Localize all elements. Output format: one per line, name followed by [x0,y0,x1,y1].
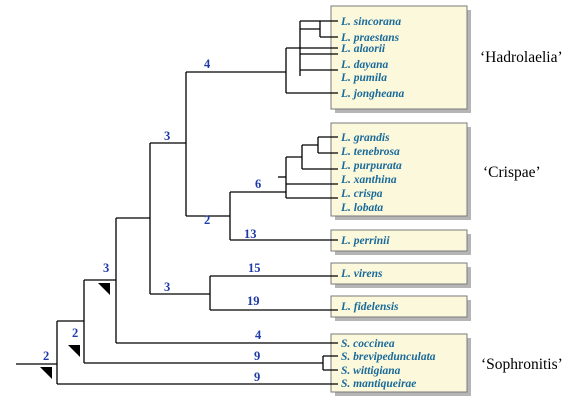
support-hadrolaelia: 4 [204,57,211,71]
support-virens-fidelensis: 3 [164,280,170,294]
taxon-label: L. purpurata [340,160,402,172]
taxon-label: L. fidelensis [340,301,399,313]
taxon-label: L. dayana [340,59,389,71]
node-triangle-icon [98,283,110,295]
group-labels: ‘Hadrolaelia’ ‘Crispae’ ‘Sophronitis’ [480,49,563,373]
taxon-label: S. brevipedunculata [341,351,436,363]
support-crispae-plus-perrinii: 2 [204,213,210,227]
virens-box [330,262,468,285]
taxon-label: L. grandis [340,132,390,144]
support-root: 2 [43,349,49,363]
taxon-label: L. tenebrosa [340,146,400,158]
support-crispae: 6 [255,177,261,191]
support-crispae-perrinii: 3 [164,129,170,143]
support-brev-witt: 9 [254,349,260,363]
taxon-label: L. sincorana [340,16,401,28]
support-perrinii: 13 [244,227,257,241]
taxon-label: L. pumila [340,72,387,84]
node-triangle-icon [68,345,80,357]
taxon-label: S. wittigiana [341,365,401,377]
taxon-label: L. alaorii [340,43,386,55]
taxon-label: L. virens [340,268,383,280]
support-mantiqueirae: 9 [254,370,260,384]
support-coccinea: 4 [255,328,262,342]
taxon-labels: L. sincorana L. praestans L. alaorii L. … [340,16,436,390]
taxon-label: L. xanthina [340,174,397,186]
node-markers [40,283,110,379]
taxon-label: L. crispa [340,188,383,200]
taxon-label: L. jongheana [340,88,405,100]
group-label-hadrolaelia: ‘Hadrolaelia’ [480,49,563,66]
support-laelia-clade: 3 [103,261,109,275]
support-virens: 15 [248,261,261,275]
node-triangle-icon [40,367,52,379]
taxon-label: L. praestans [340,32,400,44]
taxon-boxes [330,5,471,396]
taxon-label: L. lobata [340,202,383,214]
fidelensis-box [330,295,468,318]
tree-branches [16,20,338,385]
taxon-label: S. coccinea [341,338,395,350]
group-label-crispae: ‘Crispae’ [483,164,541,181]
group-label-sophronitis: ‘Sophronitis’ [481,356,563,373]
support-values: 4 3 6 2 13 15 3 19 3 4 2 9 9 2 [43,57,262,384]
support-fidelensis: 19 [247,294,260,308]
sophronitis-box [330,333,468,393]
support-with-coccinea: 2 [72,326,78,340]
hadrolaelia-box [330,5,468,110]
taxon-label: S. mantiqueirae [341,378,416,390]
taxon-label: L. perrinii [340,235,390,247]
